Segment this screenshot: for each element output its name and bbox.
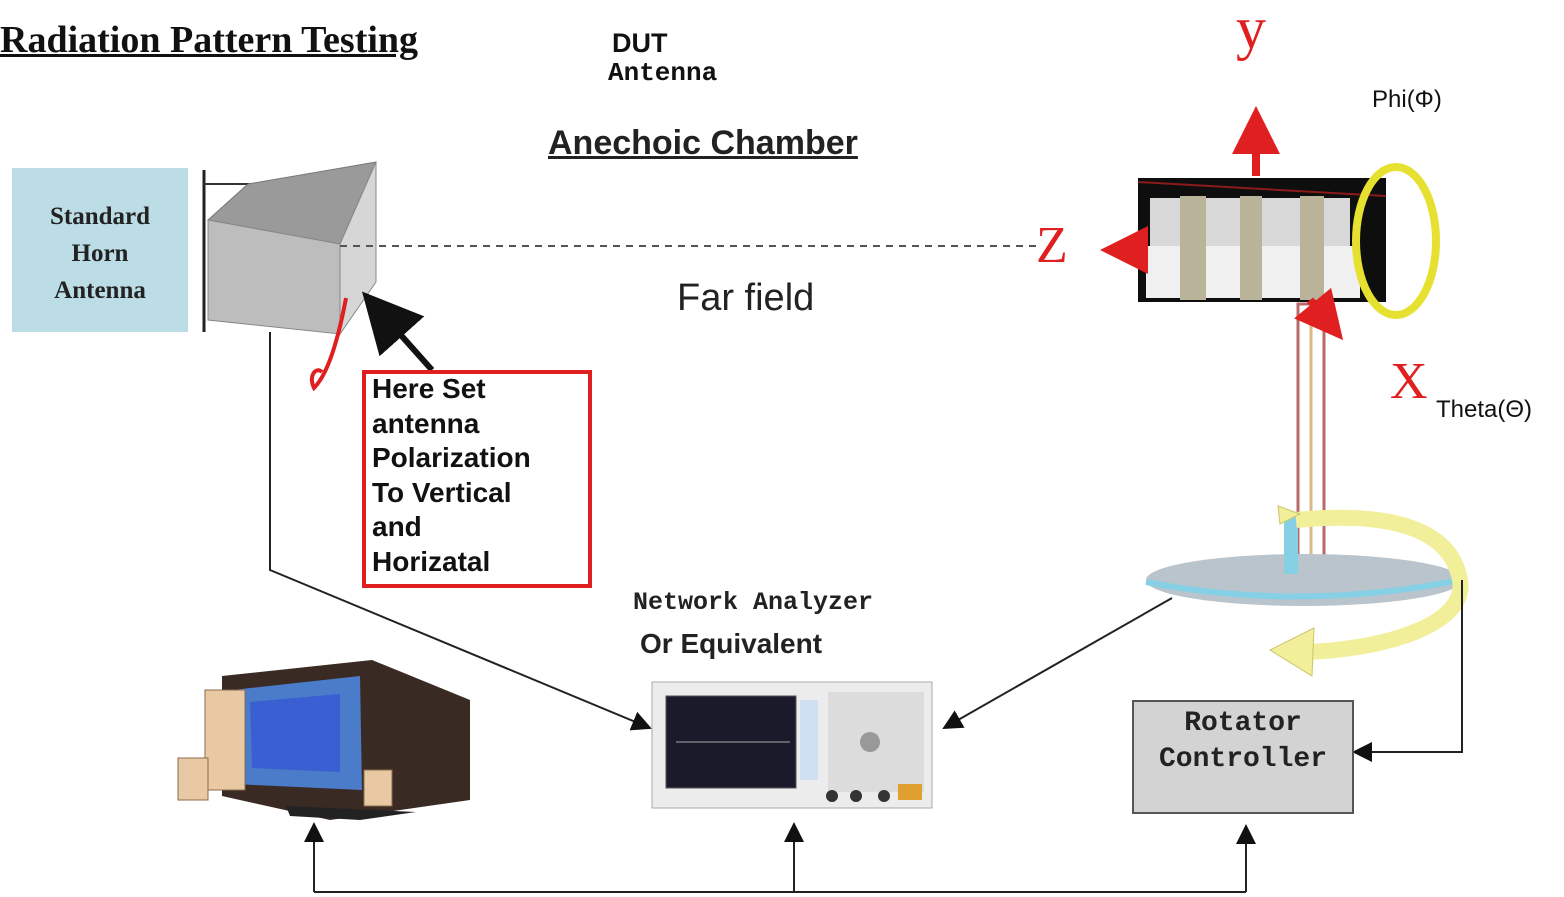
rotator-label-line: Controller xyxy=(1158,744,1328,775)
polarization-note-line: To Vertical xyxy=(372,476,512,508)
rotator-controller-label: Rotator Controller xyxy=(1134,706,1352,778)
network-analyzer-sublabel: Or Equivalent xyxy=(640,628,823,659)
page-title: Radiation Pattern Testing xyxy=(0,19,419,61)
polarization-note-box xyxy=(362,370,592,588)
polarization-note-line: and xyxy=(372,511,422,542)
far-field-label: Far field xyxy=(677,277,815,319)
rotator-controller-box xyxy=(1132,700,1354,814)
phi-rotation-ring xyxy=(1352,163,1440,319)
phi-angle-label: Phi(Φ) xyxy=(1372,86,1442,113)
polarization-pointer-arrow xyxy=(362,291,435,372)
polarization-note-line: Here Set xyxy=(372,373,486,404)
horn-label-box xyxy=(12,168,188,332)
theta-rotation-arrowhead xyxy=(1268,627,1315,677)
horn-label-line: Antenna xyxy=(54,277,146,304)
network-analyzer-device xyxy=(651,681,933,809)
dut-antenna-photo xyxy=(1137,178,1387,302)
anechoic-chamber-label: Anechoic Chamber xyxy=(548,124,858,162)
polarization-note: Here Set antenna Polarization To Vertica… xyxy=(372,372,586,579)
z-axis-label: Z xyxy=(1036,217,1068,274)
dut-antenna-label: Antenna xyxy=(608,58,718,88)
polarization-note-line: Polarization xyxy=(372,442,531,473)
horn-antenna-label: Standard Horn Antenna xyxy=(12,198,188,309)
horn-antenna xyxy=(202,161,377,336)
theta-angle-label: Theta(Θ) xyxy=(1436,396,1533,423)
polarization-note-line: antenna xyxy=(372,407,480,439)
y-axis-label: y xyxy=(1236,0,1266,61)
polarization-note-line: Horizatal xyxy=(372,545,491,577)
x-axis-label: X xyxy=(1390,353,1428,410)
antenna-stand xyxy=(1145,302,1462,606)
network-analyzer-label: Network Analyzer xyxy=(633,588,874,617)
theta-rotation-arrow xyxy=(1295,509,1469,660)
connection-lines xyxy=(269,332,1463,893)
polarization-rotation-curl xyxy=(309,297,348,392)
horn-label-line: Standard xyxy=(49,203,151,230)
horn-label-line: Horn xyxy=(71,240,129,267)
rotator-label-line: Rotator xyxy=(1184,708,1302,739)
dut-label: DUT xyxy=(612,28,668,58)
computer-illustration xyxy=(177,660,470,820)
x-axis-arrow xyxy=(1294,287,1344,341)
